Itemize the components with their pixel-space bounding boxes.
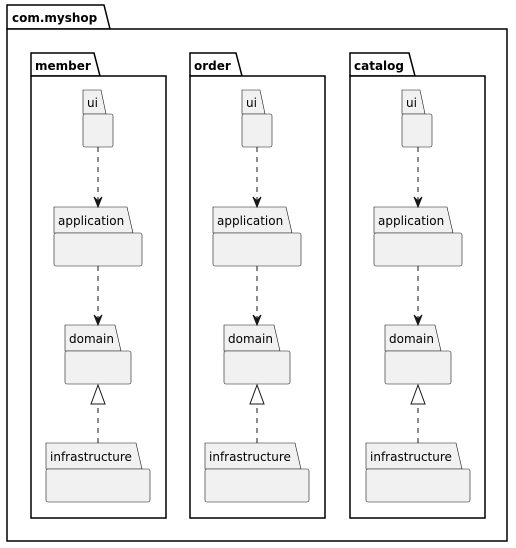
dependency-order-ui-application bbox=[252, 147, 262, 209]
package-catalog-infrastructure-label: infrastructure bbox=[370, 450, 452, 464]
triangle-head bbox=[90, 383, 106, 405]
dependency-member-ui-application bbox=[93, 147, 103, 209]
package-order-domain[interactable]: domain bbox=[223, 324, 291, 385]
root-package-title: com.myshop bbox=[12, 11, 98, 25]
package-catalog-domain-body bbox=[384, 350, 452, 385]
arrow-head bbox=[413, 314, 423, 327]
triangle-head bbox=[410, 383, 426, 405]
package-order-infrastructure-body bbox=[204, 468, 310, 503]
package-order-ui[interactable]: ui bbox=[241, 89, 273, 148]
package-member-domain[interactable]: domain bbox=[64, 324, 132, 385]
package-order-application-body bbox=[212, 232, 302, 267]
package-catalog-application-body bbox=[373, 232, 463, 267]
package-catalog-ui[interactable]: ui bbox=[401, 89, 433, 148]
package-catalog-ui-label: ui bbox=[406, 96, 417, 110]
package-catalog-ui-body bbox=[401, 113, 433, 148]
realization-member-infrastructure-domain bbox=[90, 383, 106, 443]
package-order-infrastructure[interactable]: infrastructure bbox=[204, 442, 310, 503]
package-member-ui-body bbox=[82, 113, 114, 148]
package-catalog-domain-label: domain bbox=[389, 332, 434, 346]
dependency-catalog-ui-application bbox=[413, 147, 423, 209]
package-order-application[interactable]: application bbox=[212, 206, 302, 267]
package-member-domain-body bbox=[64, 350, 132, 385]
arrow-head bbox=[413, 196, 423, 209]
group-member[interactable]: member ui application domain infrastruct… bbox=[30, 52, 167, 519]
package-order-ui-label: ui bbox=[246, 96, 257, 110]
package-member-application-body bbox=[53, 232, 143, 267]
package-member-application[interactable]: application bbox=[53, 206, 143, 267]
package-member-infrastructure[interactable]: infrastructure bbox=[45, 442, 151, 503]
package-order-domain-label: domain bbox=[228, 332, 273, 346]
package-member-ui[interactable]: ui bbox=[82, 89, 114, 148]
dependency-catalog-application-domain bbox=[413, 266, 423, 327]
arrow-head bbox=[93, 314, 103, 327]
arrow-head bbox=[93, 196, 103, 209]
group-order[interactable]: order ui application domain infrastructu… bbox=[189, 52, 326, 519]
package-order-application-label: application bbox=[217, 214, 283, 228]
package-catalog-infrastructure[interactable]: infrastructure bbox=[365, 442, 471, 503]
realization-order-infrastructure-domain bbox=[249, 383, 265, 443]
group-catalog[interactable]: catalog ui application domain infrastruc… bbox=[349, 52, 486, 519]
group-member-title: member bbox=[35, 59, 91, 73]
package-order-ui-body bbox=[241, 113, 273, 148]
package-member-infrastructure-label: infrastructure bbox=[50, 450, 132, 464]
package-member-ui-label: ui bbox=[87, 96, 98, 110]
package-order-domain-body bbox=[223, 350, 291, 385]
group-catalog-title: catalog bbox=[354, 59, 404, 73]
dependency-member-application-domain bbox=[93, 266, 103, 327]
realization-catalog-infrastructure-domain bbox=[410, 383, 426, 443]
package-catalog-infrastructure-body bbox=[365, 468, 471, 503]
package-member-domain-label: domain bbox=[69, 332, 114, 346]
triangle-head bbox=[249, 383, 265, 405]
arrow-head bbox=[252, 196, 262, 209]
package-catalog-application-label: application bbox=[378, 214, 444, 228]
package-order-infrastructure-label: infrastructure bbox=[209, 450, 291, 464]
package-member-infrastructure-body bbox=[45, 468, 151, 503]
dependency-order-application-domain bbox=[252, 266, 262, 327]
group-order-title: order bbox=[194, 59, 231, 73]
arrow-head bbox=[252, 314, 262, 327]
package-member-application-label: application bbox=[58, 214, 124, 228]
package-catalog-application[interactable]: application bbox=[373, 206, 463, 267]
package-catalog-domain[interactable]: domain bbox=[384, 324, 452, 385]
